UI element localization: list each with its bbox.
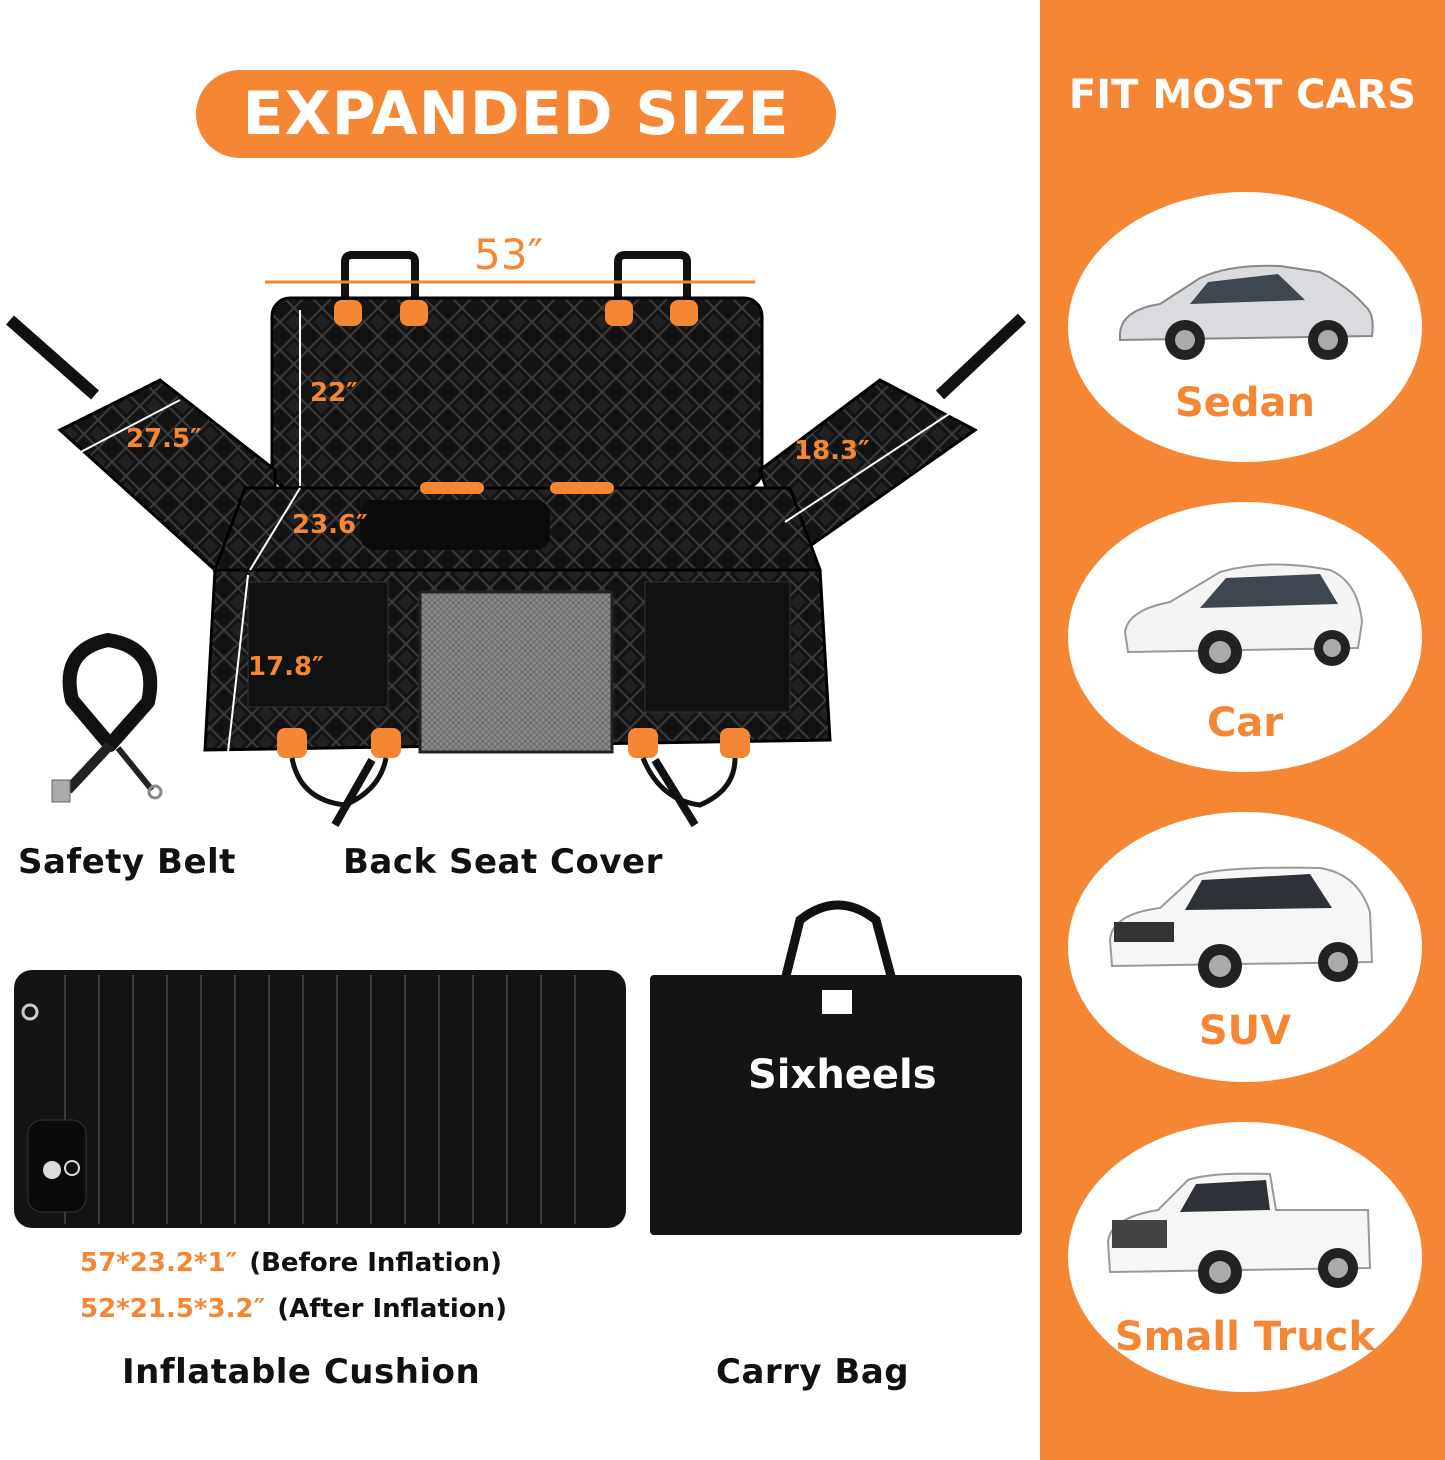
safety-belt-icon — [51, 633, 163, 803]
car-label-suv: SUV — [1198, 1008, 1292, 1054]
dim-front-flap-label: 17.8″ — [248, 652, 324, 682]
dim-side-left-label: 27.5″ — [126, 424, 202, 454]
expanded-size-banner: EXPANDED SIZE — [196, 70, 836, 158]
car-label-car: Car — [1206, 700, 1284, 746]
cushion-spec-after: 52*21.5*3.2″ (After Inflation) — [80, 1294, 507, 1324]
spec-note: (After Inflation) — [277, 1294, 508, 1324]
dim-seat-depth-label: 23.6″ — [292, 510, 368, 540]
banner-title: EXPANDED SIZE — [242, 79, 790, 149]
product-illustration — [6, 251, 1027, 1235]
spec-value: 52*21.5*3.2″ — [80, 1294, 266, 1324]
inflatable-cushion-caption: Inflatable Cushion — [122, 1352, 481, 1392]
dim-width-label: 53″ — [474, 230, 544, 279]
spec-note: (Before Inflation) — [249, 1248, 502, 1278]
cushion-spec-before: 57*23.2*1″ (Before Inflation) — [80, 1248, 502, 1278]
suv-icon — [1108, 866, 1374, 988]
safety-belt-caption: Safety Belt — [18, 842, 236, 882]
dimension-lines-white — [74, 310, 956, 753]
back-seat-cover — [6, 251, 1027, 828]
spec-value: 57*23.2*1″ — [80, 1248, 238, 1278]
fit-title: FIT MOST CARS — [1068, 72, 1417, 118]
hatchback-icon — [1123, 563, 1364, 674]
carry-bag-caption: Carry Bag — [716, 1352, 910, 1392]
car-label-small-truck: Small Truck — [1114, 1314, 1376, 1360]
car-label-sedan: Sedan — [1174, 380, 1316, 426]
pickup-truck-icon — [1106, 1172, 1372, 1294]
carry-bag — [650, 900, 1022, 1235]
sedan-icon — [1119, 264, 1374, 360]
dim-side-right-label: 18.3″ — [794, 436, 870, 466]
inflatable-cushion — [14, 970, 626, 1228]
bag-brand-label: Sixheels — [748, 1052, 937, 1098]
dim-back-height-label: 22″ — [310, 378, 358, 408]
back-seat-cover-caption: Back Seat Cover — [343, 842, 663, 882]
